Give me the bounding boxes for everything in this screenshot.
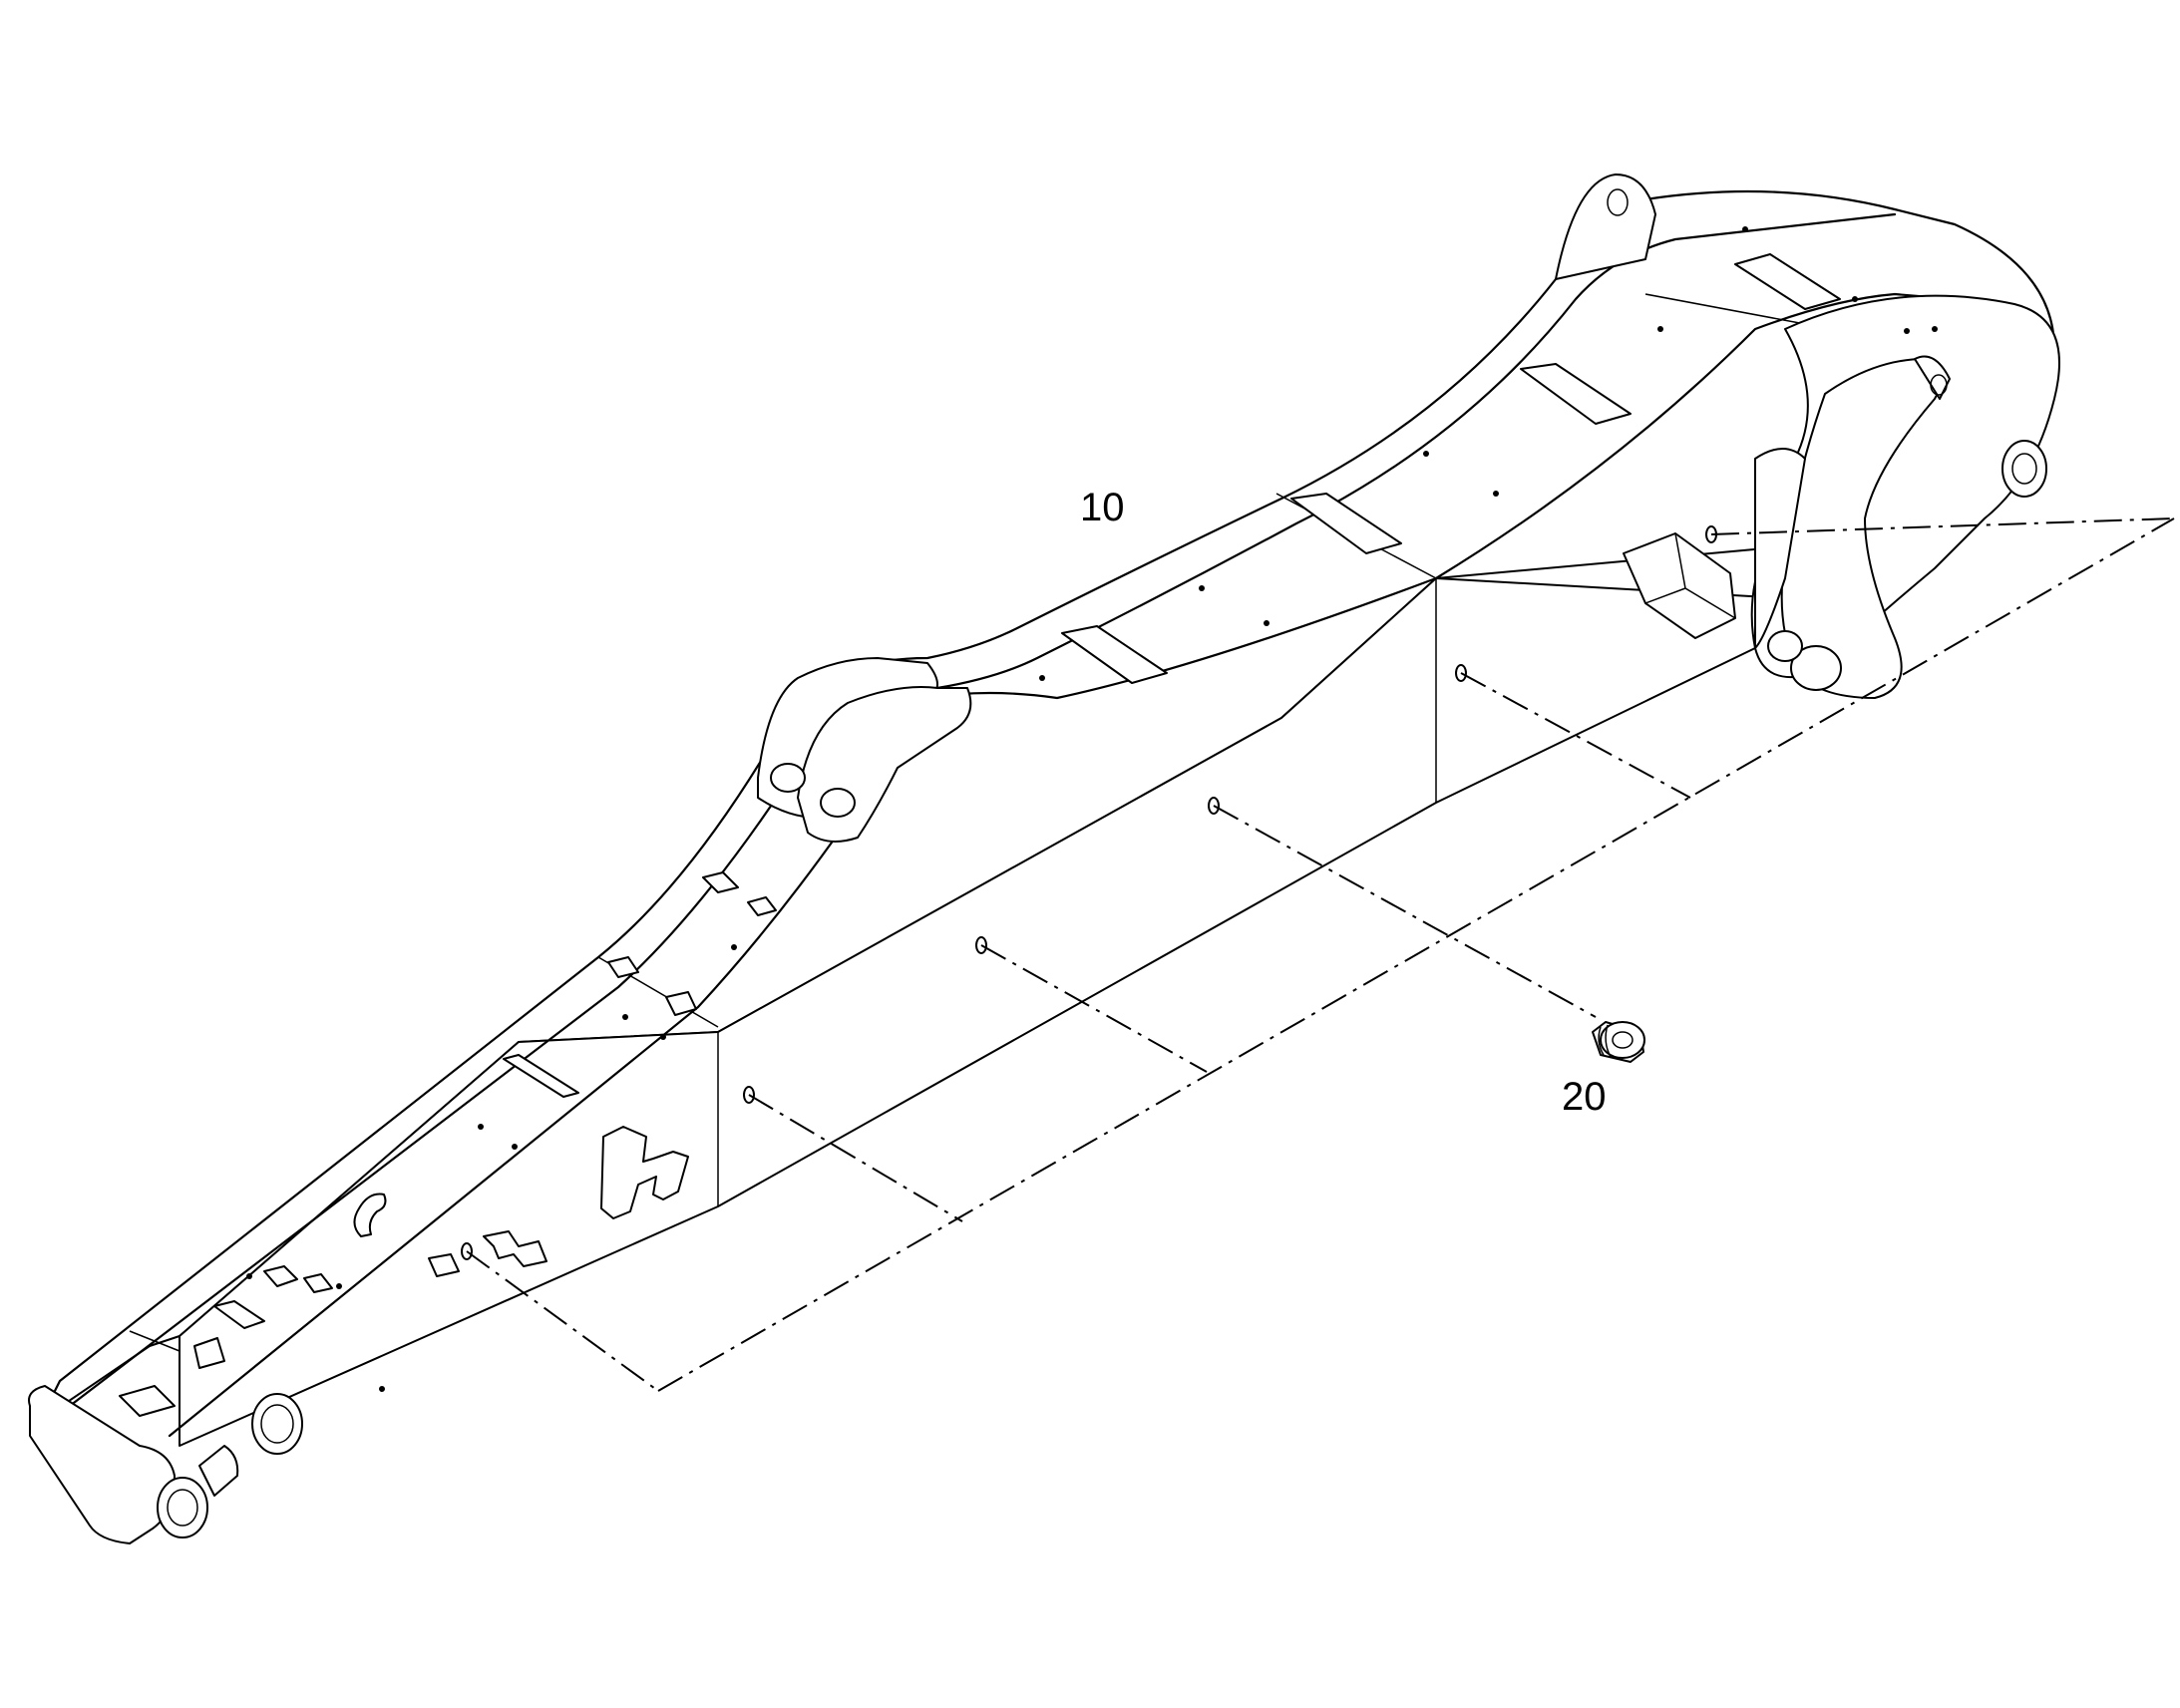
top-pads bbox=[119, 253, 1841, 1417]
head-pin-hole-1 bbox=[1790, 645, 1842, 691]
head-bushing bbox=[2001, 440, 2047, 498]
bracket-pin-hole-1 bbox=[770, 763, 806, 793]
side-fittings bbox=[353, 1126, 689, 1277]
head-pin-hole-2 bbox=[1767, 630, 1803, 662]
bracket-pin-hole-2 bbox=[820, 788, 856, 818]
hook-bracket bbox=[353, 1193, 387, 1237]
callout-20: 20 bbox=[1562, 1075, 1607, 1119]
top-panel-line-4 bbox=[129, 1330, 181, 1352]
threaded-plug bbox=[1592, 1021, 1645, 1063]
leader-lines bbox=[466, 517, 2175, 1392]
h-bracket bbox=[600, 1126, 689, 1219]
boom-foot bbox=[28, 1385, 303, 1544]
foot-pin-boss bbox=[157, 1477, 208, 1538]
foot-bushing bbox=[251, 1393, 303, 1455]
cylinder-bracket bbox=[757, 657, 972, 843]
top-panel-line-2 bbox=[1644, 293, 1806, 325]
z-bracket bbox=[483, 1230, 547, 1267]
boom-lower-side bbox=[179, 577, 1786, 1447]
boom-assembly bbox=[28, 173, 2060, 1544]
top-holes bbox=[246, 226, 1938, 1392]
callout-10: 10 bbox=[1080, 486, 1125, 529]
